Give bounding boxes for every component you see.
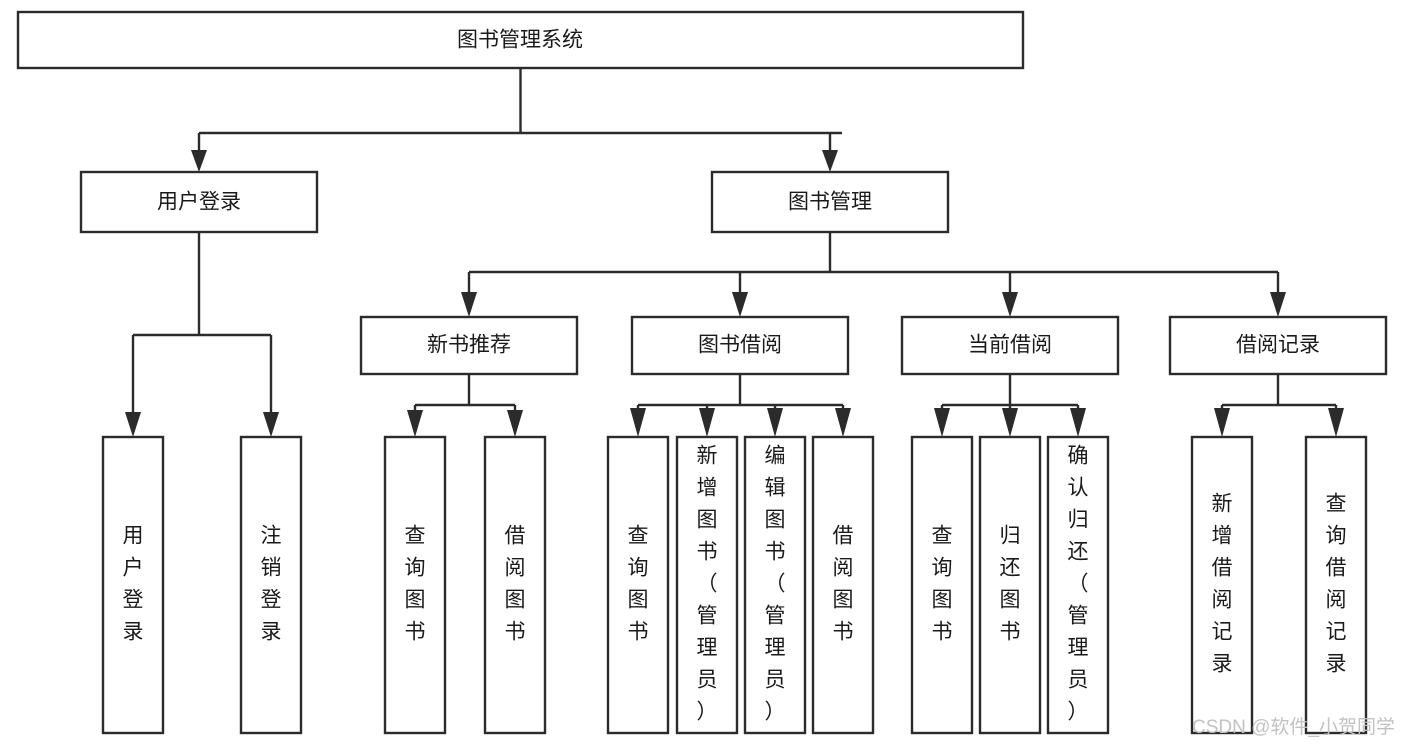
arrow-head-current-borrow — [1002, 292, 1018, 317]
node-book-borrow[interactable]: 图书借阅 — [630, 315, 850, 376]
node-leaf-add-borrow-record-label: 新增借阅记录 — [1212, 493, 1233, 676]
node-leaf-return-book-box[interactable] — [978, 435, 1042, 735]
node-leaf-add-book-admin-box[interactable] — [675, 435, 739, 735]
arrow-head-leaf-confirm-return-admin — [1070, 408, 1086, 437]
node-book-borrow-box[interactable] — [630, 315, 850, 376]
node-leaf-query-book-2[interactable]: 查询图书 — [606, 435, 670, 735]
node-leaf-return-book-label: 归还图书 — [1000, 525, 1021, 644]
arrow-head-leaf-borrow-book-1 — [507, 410, 523, 437]
node-leaf-query-book-3-box[interactable] — [910, 435, 974, 735]
node-leaf-confirm-return-admin-box[interactable] — [1046, 435, 1110, 735]
connector-group-new-book-recommend — [407, 374, 523, 437]
node-new-book-recommend-box[interactable] — [359, 315, 579, 376]
node-current-borrow[interactable]: 当前借阅 — [900, 315, 1120, 376]
node-leaf-add-book-admin[interactable]: 新增图书（管理员） — [675, 435, 739, 735]
node-leaf-borrow-book-1-box[interactable] — [483, 435, 547, 735]
connector-group-book-borrow — [630, 374, 851, 437]
node-leaf-query-book-3-label: 查询图书 — [932, 525, 953, 644]
arrow-head-leaf-add-borrow-record — [1214, 408, 1230, 437]
node-leaf-borrow-book-2-label: 借阅图书 — [833, 525, 854, 644]
node-root-label: 图书管理系统 — [457, 29, 583, 52]
node-leaf-query-borrow-record-label: 查询借阅记录 — [1326, 493, 1347, 676]
node-leaf-borrow-book-2-box[interactable] — [811, 435, 875, 735]
node-book-manage[interactable]: 图书管理 — [710, 170, 950, 234]
node-leaf-query-book-3[interactable]: 查询图书 — [910, 435, 974, 735]
arrow-head-user-login — [191, 150, 207, 172]
node-leaf-add-borrow-record-box[interactable] — [1190, 435, 1254, 735]
node-leaf-logout-login[interactable]: 注销登录 — [239, 435, 303, 735]
node-leaf-query-book-2-label: 查询图书 — [628, 525, 649, 644]
node-book-manage-box[interactable] — [710, 170, 950, 234]
node-leaf-user-login-label: 用户登录 — [123, 525, 144, 644]
connector-group-book-manage — [461, 232, 1286, 317]
arrow-head-leaf-return-book — [1002, 408, 1018, 437]
node-leaf-edit-book-admin-box[interactable] — [743, 435, 807, 735]
node-new-book-recommend[interactable]: 新书推荐 — [359, 315, 579, 376]
node-leaf-add-borrow-record[interactable]: 新增借阅记录 — [1190, 435, 1254, 735]
node-root[interactable]: 图书管理系统 — [16, 10, 1025, 70]
node-leaf-user-login[interactable]: 用户登录 — [101, 435, 165, 735]
node-borrow-record-box[interactable] — [1168, 315, 1388, 376]
node-leaf-query-book-2-box[interactable] — [606, 435, 670, 735]
node-user-login[interactable]: 用户登录 — [79, 170, 319, 234]
node-leaf-logout-login-label: 注销登录 — [261, 525, 282, 644]
node-leaf-borrow-book-1[interactable]: 借阅图书 — [483, 435, 547, 735]
arrow-head-leaf-add-book-admin — [699, 408, 715, 437]
connector-group-user-login — [125, 232, 279, 437]
arrow-head-leaf-query-borrow-record — [1328, 408, 1344, 437]
node-book-borrow-label: 图书借阅 — [698, 334, 782, 357]
node-leaf-borrow-book-1-label: 借阅图书 — [505, 525, 526, 644]
node-leaf-user-login-box[interactable] — [101, 435, 165, 735]
arrow-head-leaf-query-book-3 — [934, 408, 950, 437]
arrow-head-leaf-user-login — [125, 412, 141, 437]
node-leaf-logout-login-box[interactable] — [239, 435, 303, 735]
node-user-login-label: 用户登录 — [157, 191, 241, 214]
watermark-label: CSDN @软件_小贺同学 — [1192, 716, 1395, 738]
node-leaf-query-book-1[interactable]: 查询图书 — [383, 435, 447, 735]
connector-group-current-borrow — [934, 374, 1086, 437]
arrow-head-borrow-record — [1270, 292, 1286, 317]
node-leaf-query-book-1-label: 查询图书 — [405, 525, 426, 644]
node-leaf-confirm-return-admin[interactable]: 确认归还（管理员） — [1046, 435, 1110, 735]
node-current-borrow-label: 当前借阅 — [968, 334, 1052, 357]
node-leaf-query-book-1-box[interactable] — [383, 435, 447, 735]
arrow-head-leaf-query-book-2 — [630, 408, 646, 437]
arrow-head-leaf-query-book-1 — [407, 410, 423, 437]
node-leaf-borrow-book-2[interactable]: 借阅图书 — [811, 435, 875, 735]
arrow-head-book-borrow — [732, 292, 748, 317]
node-leaf-query-borrow-record[interactable]: 查询借阅记录 — [1304, 435, 1368, 735]
node-root-box[interactable] — [16, 10, 1025, 70]
node-book-manage-label: 图书管理 — [788, 191, 872, 214]
arrow-head-new-book-recommend — [461, 292, 477, 317]
arrow-head-leaf-logout-login — [263, 412, 279, 437]
node-borrow-record-label: 借阅记录 — [1236, 334, 1320, 357]
connector-group-borrow-record — [1214, 374, 1344, 437]
node-current-borrow-box[interactable] — [900, 315, 1120, 376]
node-new-book-recommend-label: 新书推荐 — [427, 334, 511, 357]
node-leaf-add-book-admin-label: 新增图书（管理员） — [697, 445, 718, 724]
node-leaf-return-book[interactable]: 归还图书 — [978, 435, 1042, 735]
arrow-head-leaf-edit-book-admin — [767, 408, 783, 437]
arrow-head-book-manage — [822, 150, 838, 172]
node-leaf-edit-book-admin-label: 编辑图书（管理员） — [765, 445, 786, 724]
node-leaf-query-borrow-record-box[interactable] — [1304, 435, 1368, 735]
node-leaf-confirm-return-admin-label: 确认归还（管理员） — [1068, 445, 1089, 724]
node-user-login-box[interactable] — [79, 170, 319, 234]
node-leaf-edit-book-admin[interactable]: 编辑图书（管理员） — [743, 435, 807, 735]
arrow-head-leaf-borrow-book-2 — [835, 408, 851, 437]
connector-group-root — [191, 68, 842, 172]
node-borrow-record[interactable]: 借阅记录 — [1168, 315, 1388, 376]
